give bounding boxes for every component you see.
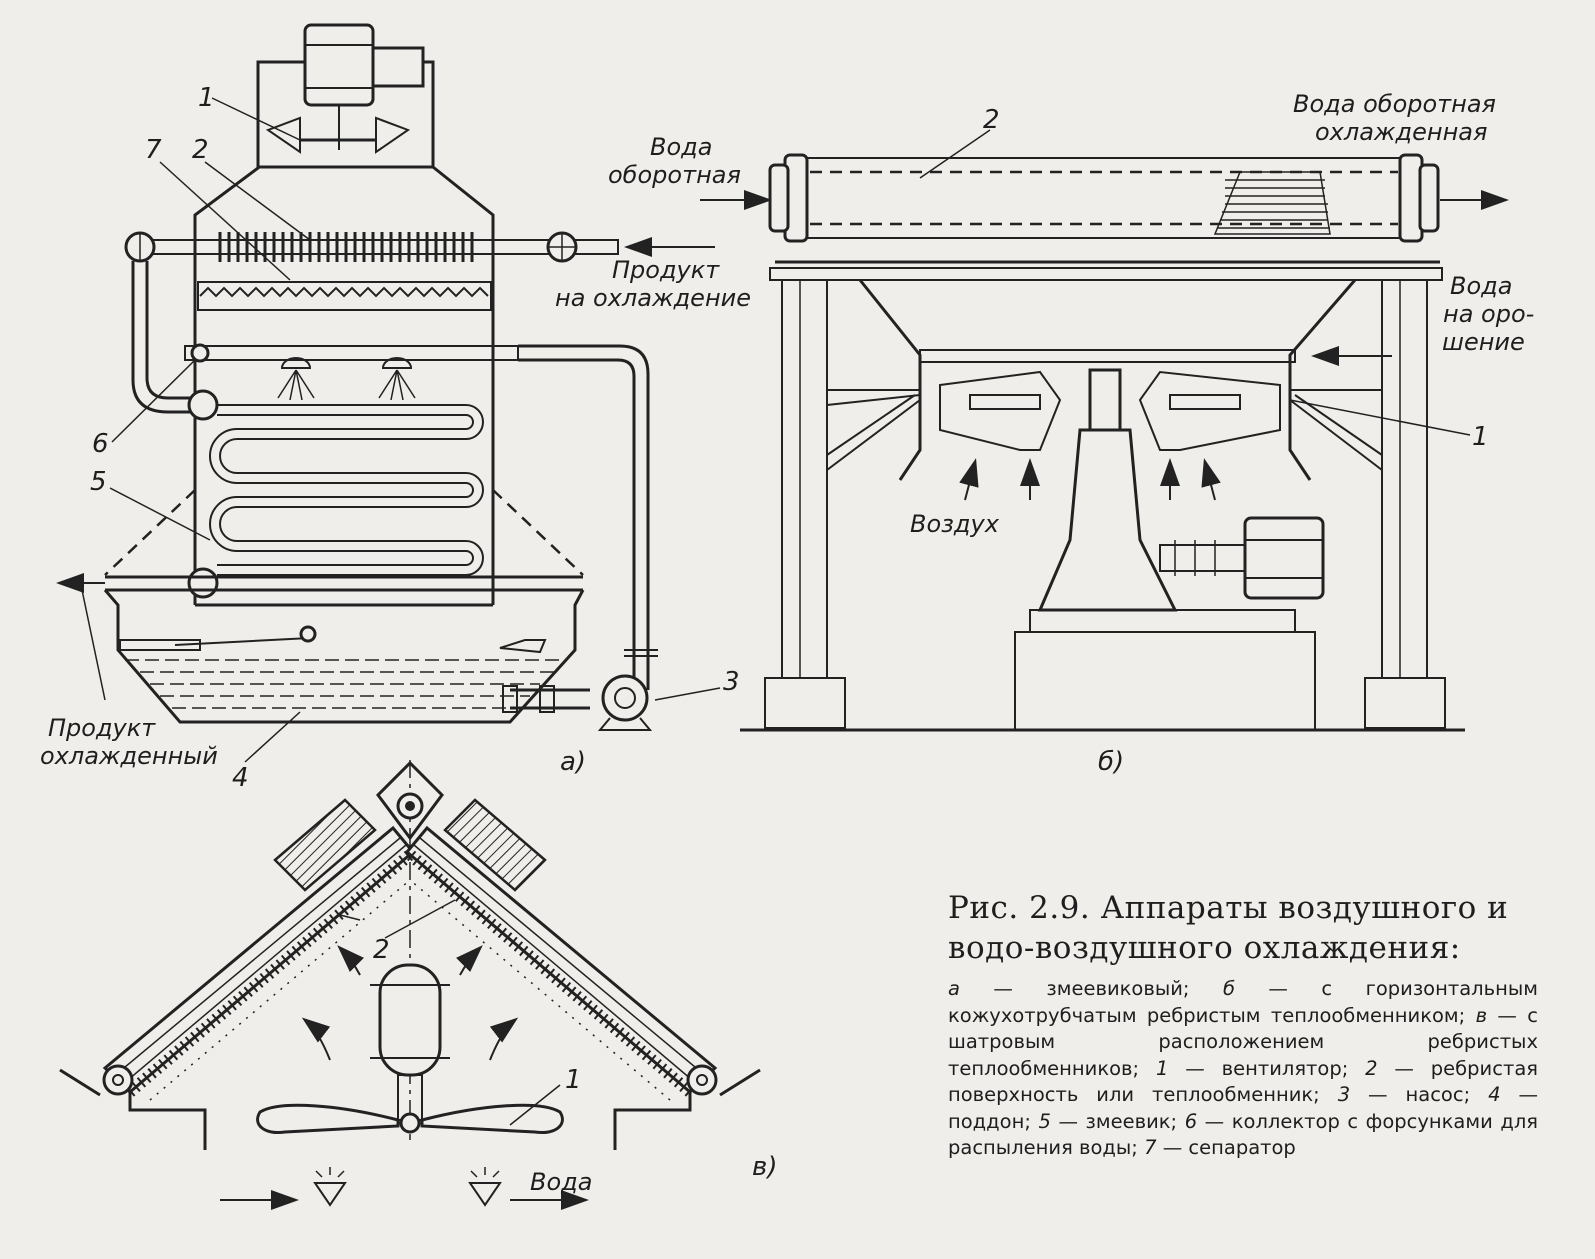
- caption-item: б — с горизонтальным кожухотрубчатым реб…: [948, 977, 1538, 1027]
- caption-item: 7 — сепаратор: [1144, 1136, 1296, 1159]
- finned-tube: [124, 231, 619, 263]
- tray: [103, 589, 585, 724]
- caption-item-key: 4: [1488, 1083, 1501, 1106]
- caption-item-key: 2: [1365, 1056, 1378, 1080]
- caption-item: 2 — ребристая поверхность или теплообмен…: [948, 1057, 1538, 1107]
- figure-a-coil-cooler: 1 7 2 6 5 4 3 Продукт на охлаждение Прод…: [40, 23, 751, 793]
- caption-item: 1 — вентилятор;: [1156, 1057, 1365, 1080]
- figure-v-tent-cooler: 2 1 Вода в): [59, 760, 777, 1210]
- pump: [502, 674, 653, 731]
- label-2-a: 2: [192, 135, 209, 165]
- spray-collector: [184, 343, 519, 401]
- fan-motor: [256, 23, 435, 169]
- caption-item: в — с шатровым расположением ребристых т…: [948, 1004, 1538, 1080]
- label-water-spray-2: на оро-: [1443, 300, 1534, 328]
- label-water-v: Вода: [530, 1168, 592, 1196]
- caption-item: а — змеевиковый;: [948, 977, 1223, 1000]
- label-6-a: 6: [92, 429, 109, 459]
- caption-item: 6 — коллектор с форсунками для распылени…: [948, 1110, 1538, 1160]
- finned-exchanger-left: [59, 798, 417, 1097]
- label-water-in-1: Вода: [650, 133, 712, 161]
- caption-item-key: а: [948, 977, 960, 1000]
- caption-item: 3 — насос;: [1338, 1083, 1488, 1106]
- caption-item-text: — вентилятор;: [1168, 1056, 1366, 1080]
- caption-item-key: 5: [1038, 1109, 1051, 1133]
- caption-item-text: — сепаратор: [1156, 1136, 1296, 1159]
- caption-item-text: — змеевиковый;: [959, 977, 1223, 1000]
- label-subfigure-v: в): [752, 1152, 777, 1182]
- label-product-out-2: охлажденный: [40, 742, 218, 770]
- label-product-in-1: Продукт: [612, 256, 720, 284]
- figure-caption: Рис. 2.9. Аппараты воздушного и водо-воз…: [948, 888, 1538, 1162]
- label-2-v: 2: [373, 935, 390, 965]
- label-5-a: 5: [90, 467, 107, 497]
- caption-item-key: б: [1222, 977, 1235, 1000]
- label-product-out-1: Продукт: [48, 714, 156, 742]
- label-1-b: 1: [1472, 422, 1489, 452]
- caption-item-text: — с шатровым расположением ребристых теп…: [948, 1003, 1538, 1080]
- fan-b: [939, 368, 1281, 451]
- caption-item-text: — насос;: [1350, 1083, 1489, 1106]
- label-product-in-2: на охлаждение: [555, 284, 751, 312]
- motor-b: [1159, 516, 1325, 600]
- caption-item-key: 3: [1337, 1083, 1351, 1106]
- caption-item-text: — змеевик;: [1050, 1109, 1185, 1133]
- figure-b-horizontal-cooler: 2 1 Вода оборотная Вода оборотная охлажд…: [608, 90, 1534, 777]
- caption-item: 5 — змеевик;: [1038, 1110, 1184, 1133]
- label-1-v: 1: [565, 1065, 582, 1095]
- label-water-spray-1: Вода: [1450, 272, 1512, 300]
- caption-item-key: 6: [1184, 1109, 1198, 1133]
- caption-item-key: в: [1475, 1003, 1488, 1027]
- label-subfigure-a: а): [560, 747, 586, 777]
- label-water-out-1: Вода оборотная: [1293, 90, 1496, 118]
- label-2-b: 2: [983, 105, 1000, 135]
- separator: [197, 281, 492, 311]
- label-7-a: 7: [145, 135, 162, 165]
- label-water-in-2: оборотная: [608, 161, 741, 189]
- caption-item-key: 7: [1144, 1136, 1157, 1159]
- caption-item-text: — поддон;: [948, 1083, 1538, 1133]
- caption-item-text: — коллектор с форсунками для распыления …: [948, 1109, 1539, 1160]
- label-subfigure-b: б): [1098, 747, 1124, 777]
- finned-exchanger-right: [403, 798, 761, 1097]
- label-water-out-2: охлажденная: [1315, 118, 1487, 146]
- caption-item-key: 1: [1155, 1056, 1169, 1080]
- label-1-a: 1: [198, 83, 215, 113]
- caption-legend: а — змеевиковый; б — с горизонтальным ко…: [948, 976, 1538, 1162]
- label-water-spray-3: шение: [1442, 328, 1525, 356]
- caption-item: 4 — поддон;: [948, 1083, 1538, 1133]
- coil: [187, 389, 484, 599]
- shell-heat-exchanger: [768, 153, 1440, 243]
- caption-item-text: — с горизонтальным кожухотрубчатым ребри…: [948, 977, 1538, 1027]
- caption-title: Рис. 2.9. Аппараты воздушного и водо-воз…: [948, 890, 1509, 966]
- label-3-a: 3: [723, 667, 740, 697]
- label-air: Воздух: [910, 510, 1000, 538]
- label-4-a: 4: [232, 763, 249, 793]
- caption-item-text: — ребристая поверхность или теплообменни…: [948, 1056, 1538, 1107]
